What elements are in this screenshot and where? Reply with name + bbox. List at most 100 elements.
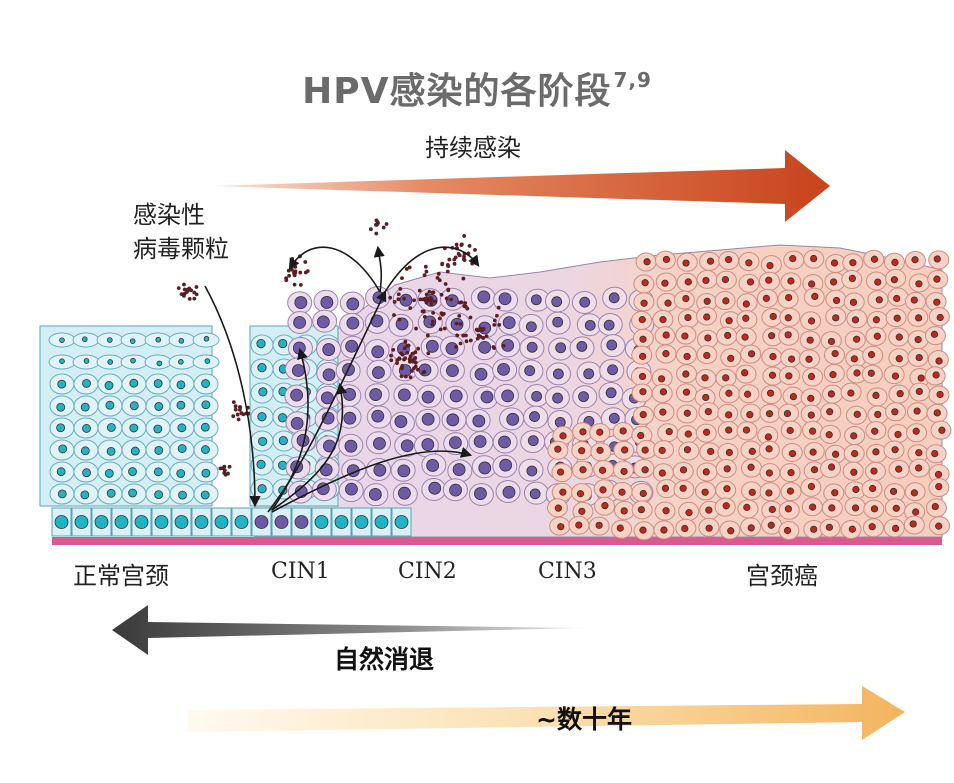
virus-particle: [463, 301, 468, 305]
cell: [695, 423, 717, 443]
virus-particle: [368, 227, 373, 232]
cell-nucleus: [891, 372, 900, 380]
cell: [569, 336, 595, 360]
cell-nucleus: [257, 363, 267, 373]
cell-nucleus: [661, 484, 670, 492]
virus-particle: [396, 292, 401, 297]
cell: [678, 501, 700, 521]
cell-nucleus: [848, 525, 856, 533]
cell: [193, 483, 219, 505]
cell: [862, 345, 884, 365]
cell: [552, 426, 574, 446]
cell-nucleus: [874, 410, 882, 419]
virus-particle: [462, 234, 467, 238]
cell: [673, 480, 695, 500]
cell: [907, 307, 929, 327]
cell: [631, 483, 653, 503]
cell-nucleus: [932, 371, 940, 379]
cell: [169, 395, 195, 417]
cell-nucleus: [706, 257, 715, 265]
cell-nucleus: [529, 488, 541, 500]
virus-particle: [462, 304, 467, 308]
cell-nucleus: [746, 411, 754, 419]
virus-particle: [222, 468, 227, 473]
basal-cell: [291, 507, 312, 537]
cell-nucleus: [552, 368, 564, 380]
cell-nucleus: [105, 400, 115, 410]
basal-cell-nucleus: [394, 515, 409, 529]
cell-nucleus: [810, 525, 818, 533]
virus-particle: [416, 346, 420, 351]
virus-particle: [292, 273, 297, 278]
cell: [571, 290, 597, 314]
cell-nucleus: [477, 290, 491, 304]
virus-particle: [424, 292, 429, 297]
virus-particle: [392, 299, 397, 304]
cell: [72, 354, 100, 370]
cell: [421, 477, 447, 501]
cell: [364, 383, 390, 407]
cell-nucleus: [853, 335, 861, 343]
basal-cell: [91, 507, 112, 537]
cell: [906, 402, 928, 422]
cell-nucleus: [527, 435, 539, 447]
cell-nucleus: [659, 408, 667, 416]
virus-particle: [444, 296, 449, 301]
virus-particle: [287, 273, 292, 278]
cell: [193, 373, 219, 395]
cell-nucleus: [129, 423, 139, 433]
cell: [844, 426, 866, 446]
cell-nucleus: [579, 466, 587, 474]
cell-nucleus: [867, 369, 875, 377]
cell-nucleus: [662, 255, 671, 264]
cell-nucleus: [767, 521, 775, 529]
cell-nucleus: [80, 402, 90, 412]
cell: [97, 395, 123, 417]
cell-nucleus: [641, 279, 649, 287]
cell: [841, 270, 863, 290]
cell-nucleus: [892, 504, 900, 512]
cell-nucleus: [497, 362, 510, 376]
cell-nucleus: [639, 352, 647, 360]
cell-nucleus: [595, 521, 603, 529]
cell-nucleus: [128, 467, 137, 476]
cell: [924, 366, 946, 386]
cell: [717, 403, 739, 423]
cell-nucleus: [373, 463, 387, 477]
cell: [930, 420, 952, 440]
virus-particle: [284, 278, 289, 283]
cell-nucleus: [474, 487, 487, 500]
cell-nucleus: [852, 485, 860, 494]
cell-nucleus: [891, 258, 899, 266]
virus-label-line1: 感染性: [133, 201, 205, 229]
virus-particle: [436, 271, 441, 276]
cell: [864, 461, 886, 481]
cell-nucleus: [621, 446, 629, 454]
cell: [417, 311, 443, 335]
cell-nucleus: [682, 295, 690, 303]
cell-nucleus: [784, 331, 792, 339]
cell: [551, 482, 573, 502]
cell-nucleus: [810, 466, 819, 474]
cell-nucleus: [579, 296, 591, 308]
cell-nucleus: [870, 255, 879, 263]
cell: [600, 334, 626, 358]
cell: [800, 388, 822, 408]
cell-nucleus: [873, 332, 881, 340]
cell: [866, 311, 888, 331]
cell: [862, 518, 884, 538]
cell-nucleus: [807, 372, 816, 381]
cell-nucleus: [603, 319, 615, 331]
cell: [756, 288, 778, 308]
virus-particle: [431, 310, 436, 315]
virus-particle: [422, 273, 427, 278]
basal-cell: [71, 507, 92, 537]
cell-nucleus: [639, 489, 647, 498]
cell-nucleus: [807, 394, 815, 402]
cell-nucleus: [868, 523, 876, 531]
cell: [736, 310, 758, 330]
cell-nucleus: [579, 428, 587, 436]
cell: [698, 517, 720, 537]
cell-nucleus: [598, 466, 607, 474]
basal-cell: [171, 507, 192, 537]
